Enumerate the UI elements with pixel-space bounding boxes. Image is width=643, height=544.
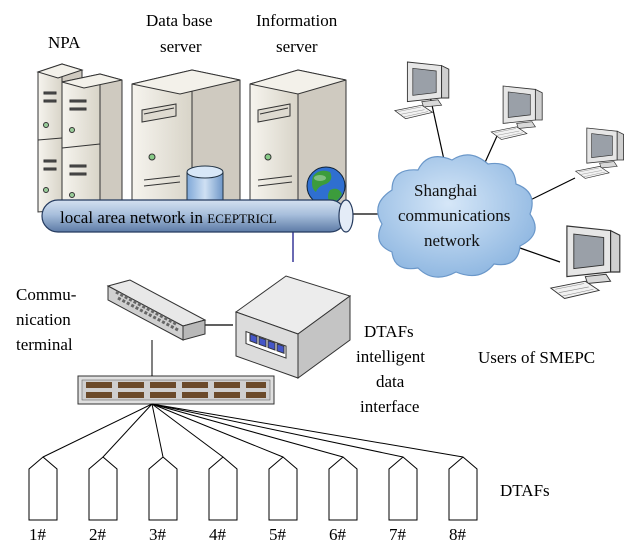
database-server-icon <box>131 69 241 215</box>
dtaf-unit-icon <box>208 456 238 521</box>
fanout-lines <box>42 403 464 458</box>
fanout-line <box>42 403 153 458</box>
fanout-line <box>102 403 153 458</box>
dtafs-interface-label-line3: data <box>376 372 405 391</box>
comm-terminal-label-line3: terminal <box>16 335 73 354</box>
dtafs-interface-box-icon <box>234 275 352 379</box>
cloud-label-line1: Shanghai <box>414 181 478 200</box>
user-computer-2-icon <box>490 85 543 140</box>
dtaf-unit: 3# <box>148 456 178 544</box>
dtaf-unit-icon <box>448 456 478 521</box>
user-computer-3-icon <box>575 127 624 179</box>
dtafs-interface-label-line1: DTAFs <box>364 322 414 341</box>
fanout-line <box>151 403 164 458</box>
dtaf-unit-icon <box>28 456 58 521</box>
dtaf-unit-label: 1# <box>29 525 47 544</box>
database-server-label-line1: Data base <box>146 11 213 30</box>
dtaf-unit-icon <box>388 456 418 521</box>
switch-icon <box>106 279 207 341</box>
fanout-line <box>151 403 284 458</box>
shanghai-cloud <box>377 154 536 278</box>
users-label: Users of SMEPC <box>478 348 595 367</box>
fanout-line <box>151 403 404 458</box>
dtaf-unit-icon <box>88 456 118 521</box>
lan-label-org: ECEPTRICL <box>207 211 276 226</box>
cloud-label-line2: communications <box>398 206 510 225</box>
npa-label: NPA <box>48 33 81 52</box>
dtafs-group-label: DTAFs <box>500 481 550 500</box>
dtaf-unit-label: 2# <box>89 525 107 544</box>
dtaf-unit-label: 8# <box>449 525 467 544</box>
comm-terminal-label-line2: nication <box>16 310 71 329</box>
cloud-label-line3: network <box>424 231 480 250</box>
lan-label-prefix: local area network in <box>60 208 207 227</box>
npa-server-icon <box>36 63 123 215</box>
dtaf-unit-label: 5# <box>269 525 287 544</box>
dtaf-units: 1# 2# 3# 4# 5# 6# 7# 8# <box>28 456 478 544</box>
dtaf-unit-label: 4# <box>209 525 227 544</box>
comm-terminal-label-line1: Commu- <box>16 285 77 304</box>
dtaf-unit: 5# <box>268 456 298 544</box>
dtaf-unit: 2# <box>88 456 118 544</box>
dtaf-unit-icon <box>148 456 178 521</box>
information-server-label-line2: server <box>276 37 318 56</box>
dtaf-unit: 6# <box>328 456 358 544</box>
dtaf-unit: 1# <box>28 456 58 544</box>
fanout-line <box>151 403 464 458</box>
user-computer-4-icon <box>550 225 621 300</box>
globe-icon <box>306 166 346 206</box>
dtaf-unit-label: 3# <box>149 525 167 544</box>
information-server-label-line1: Information <box>256 11 338 30</box>
lan-label: local area network in ECEPTRICL <box>60 208 277 227</box>
dtafs-interface-label-line4: interface <box>360 397 419 416</box>
dtaf-unit-label: 6# <box>329 525 347 544</box>
dtaf-unit: 4# <box>208 456 238 544</box>
dtaf-unit-icon <box>268 456 298 521</box>
dtaf-unit-icon <box>328 456 358 521</box>
dtaf-unit: 8# <box>448 456 478 544</box>
fanout-line <box>151 403 224 458</box>
database-server-label-line2: server <box>160 37 202 56</box>
user-computer-1-icon <box>394 61 450 120</box>
lan-pipe <box>41 199 354 233</box>
dtafs-interface-label-line2: intelligent <box>356 347 425 366</box>
dtaf-unit-label: 7# <box>389 525 407 544</box>
fanout-line <box>151 403 344 458</box>
dtaf-unit: 7# <box>388 456 418 544</box>
patch-panel-icon <box>77 340 275 405</box>
